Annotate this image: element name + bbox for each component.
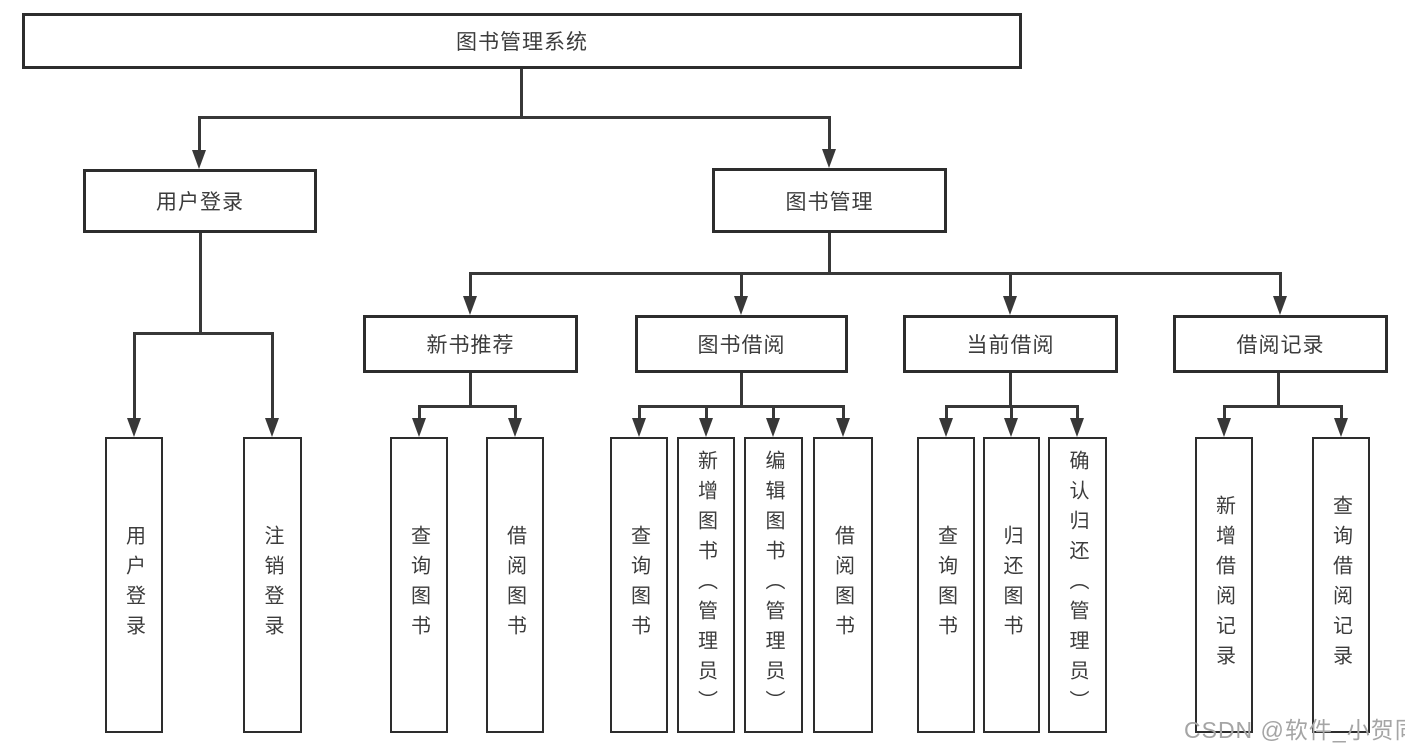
- connector-line: [1223, 406, 1226, 420]
- node-library-management-system: 图书管理系统: [22, 13, 1022, 69]
- arrowhead-down: [265, 418, 279, 437]
- connector-line: [514, 406, 517, 420]
- arrowhead-down: [1004, 418, 1018, 437]
- connector-line: [772, 406, 775, 420]
- connector-line: [418, 405, 517, 408]
- node-current-borrowing: 当前借阅: [903, 315, 1118, 373]
- connector-line: [271, 333, 274, 420]
- connector-line: [1009, 373, 1012, 406]
- connector-line: [740, 373, 743, 406]
- node-user-login: 用户登录: [83, 169, 317, 233]
- connector-line: [740, 273, 743, 298]
- arrowhead-down: [939, 418, 953, 437]
- arrowhead-down: [1273, 296, 1287, 315]
- node-book-management: 图书管理: [712, 168, 947, 233]
- connector-line: [945, 406, 948, 420]
- leaf-add-borrow-record: 新增借阅记录: [1195, 437, 1253, 733]
- leaf-query-books-borrow: 查询图书: [610, 437, 668, 733]
- leaf-query-borrow-record: 查询借阅记录: [1312, 437, 1370, 733]
- connector-line: [199, 233, 202, 333]
- leaf-borrow-books-recommend: 借阅图书: [486, 437, 544, 733]
- node-book-borrowing: 图书借阅: [635, 315, 848, 373]
- connector-line: [133, 333, 136, 420]
- connector-line: [469, 273, 472, 298]
- arrowhead-down: [508, 418, 522, 437]
- arrowhead-down: [192, 150, 206, 169]
- connector-line: [133, 332, 274, 335]
- connector-line: [1010, 406, 1013, 420]
- arrowhead-down: [699, 418, 713, 437]
- watermark: CSDN @软件_小贺同学: [1184, 717, 1405, 743]
- connector-line: [198, 117, 201, 151]
- leaf-borrow-books: 借阅图书: [813, 437, 873, 733]
- arrowhead-down: [632, 418, 646, 437]
- connector-line: [520, 69, 523, 117]
- leaf-query-books-recommend: 查询图书: [390, 437, 448, 733]
- connector-line: [1340, 406, 1343, 420]
- connector-line: [1076, 406, 1079, 420]
- node-borrowing-records: 借阅记录: [1173, 315, 1388, 373]
- leaf-confirm-return-admin: 确认归还（管理员）: [1048, 437, 1107, 733]
- connector-line: [469, 373, 472, 406]
- connector-line: [1009, 273, 1012, 298]
- arrowhead-down: [127, 418, 141, 437]
- arrowhead-down: [1070, 418, 1084, 437]
- connector-line: [638, 406, 641, 420]
- leaf-query-books-current: 查询图书: [917, 437, 975, 733]
- connector-line: [1223, 405, 1343, 408]
- arrowhead-down: [734, 296, 748, 315]
- connector-line: [198, 116, 831, 119]
- connector-line: [418, 406, 421, 420]
- connector-line: [828, 117, 831, 150]
- leaf-logout: 注销登录: [243, 437, 302, 733]
- leaf-edit-books-admin: 编辑图书（管理员）: [744, 437, 803, 733]
- arrowhead-down: [463, 296, 477, 315]
- node-new-book-recommendation: 新书推荐: [363, 315, 578, 373]
- leaf-user-login: 用户登录: [105, 437, 163, 733]
- connector-line: [945, 405, 1079, 408]
- arrowhead-down: [1334, 418, 1348, 437]
- connector-line: [1277, 373, 1280, 406]
- connector-line: [828, 233, 831, 273]
- connector-line: [638, 405, 845, 408]
- connector-line: [705, 406, 708, 420]
- leaf-add-books-admin: 新增图书（管理员）: [677, 437, 735, 733]
- arrowhead-down: [1003, 296, 1017, 315]
- arrowhead-down: [766, 418, 780, 437]
- arrowhead-down: [822, 149, 836, 168]
- arrowhead-down: [1217, 418, 1231, 437]
- connector-line: [469, 272, 1282, 275]
- connector-line: [842, 406, 845, 420]
- arrowhead-down: [836, 418, 850, 437]
- connector-line: [1279, 273, 1282, 298]
- leaf-return-books: 归还图书: [983, 437, 1040, 733]
- arrowhead-down: [412, 418, 426, 437]
